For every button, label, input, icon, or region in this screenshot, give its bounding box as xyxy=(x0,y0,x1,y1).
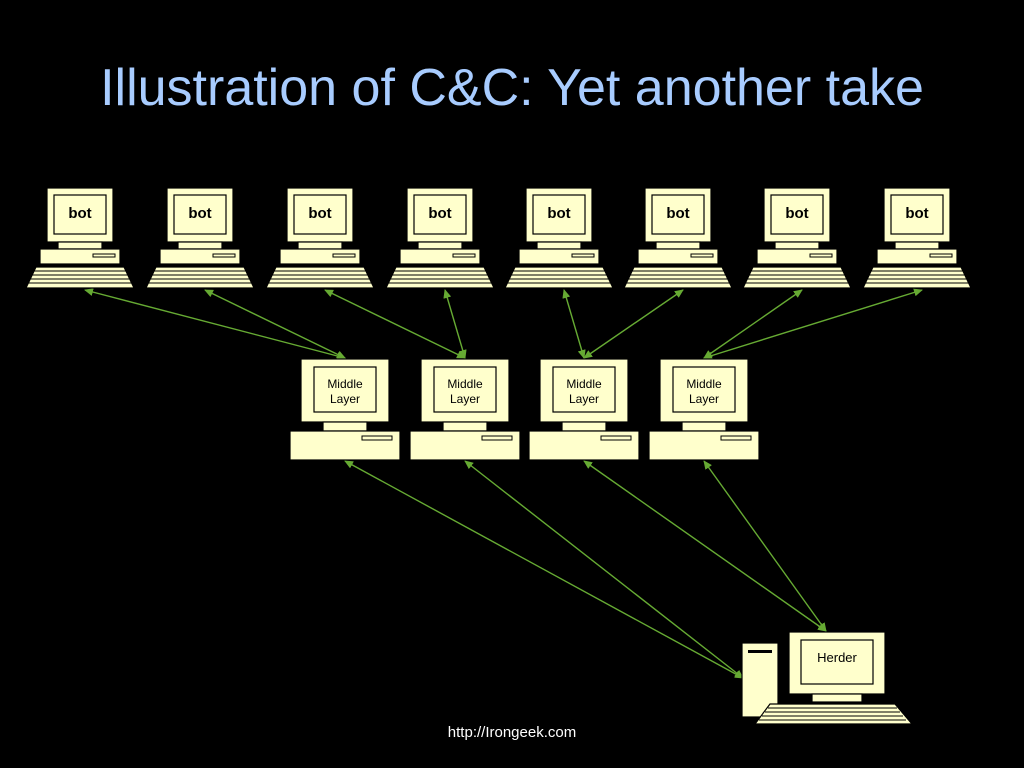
middle-layer-label-line2: Layer xyxy=(569,392,599,406)
link-bot-6-to-middle-3 xyxy=(703,289,803,359)
bot-label: bot xyxy=(308,205,331,222)
bot-computer: bot xyxy=(265,187,375,289)
link-middle-2-to-herder xyxy=(583,460,827,632)
link-bot-3-to-middle-1 xyxy=(443,289,467,359)
bot-label: bot xyxy=(188,205,211,222)
link-middle-3-to-herder xyxy=(703,460,827,632)
footer-url[interactable]: http://Irongeek.com xyxy=(447,724,577,741)
bot-computer: bot xyxy=(504,187,614,289)
middle-layer-label-line1: Middle xyxy=(566,377,602,391)
middle-layer-label-line1: Middle xyxy=(447,377,483,391)
bot-label: bot xyxy=(68,205,91,222)
middle-layer-label-line2: Layer xyxy=(450,392,480,406)
middle-layer-label-line2: Layer xyxy=(330,392,360,406)
bot-label: bot xyxy=(905,205,928,222)
bot-computer: bot xyxy=(742,187,852,289)
middle-layer-label-line1: Middle xyxy=(686,377,722,391)
link-bot-1-to-middle-0 xyxy=(204,289,346,359)
middle-layer-label-line1: Middle xyxy=(327,377,363,391)
slide-title: Illustration of C&C: Yet another take xyxy=(100,59,924,117)
link-middle-0-to-herder xyxy=(344,460,744,679)
bot-computer: bot xyxy=(145,187,255,289)
link-bot-7-to-middle-3 xyxy=(703,288,923,360)
link-bot-4-to-middle-2 xyxy=(562,289,586,359)
herder-computer: Herder xyxy=(741,631,914,725)
link-bot-5-to-middle-2 xyxy=(583,289,684,359)
link-bot-0-to-middle-0 xyxy=(84,288,346,360)
link-bot-2-to-middle-1 xyxy=(324,289,466,359)
bot-label: bot xyxy=(547,205,570,222)
bot-label: bot xyxy=(428,205,451,222)
link-middle-1-to-herder xyxy=(464,460,744,679)
bot-computer: bot xyxy=(385,187,495,289)
bot-label: bot xyxy=(666,205,689,222)
middle-layer-label-line2: Layer xyxy=(689,392,719,406)
herder-label: Herder xyxy=(817,650,857,665)
connection-links xyxy=(84,288,923,679)
bot-computer: bot xyxy=(25,187,135,289)
bot-computer: bot xyxy=(623,187,733,289)
bot-label: bot xyxy=(785,205,808,222)
bot-computer: bot xyxy=(862,187,972,289)
